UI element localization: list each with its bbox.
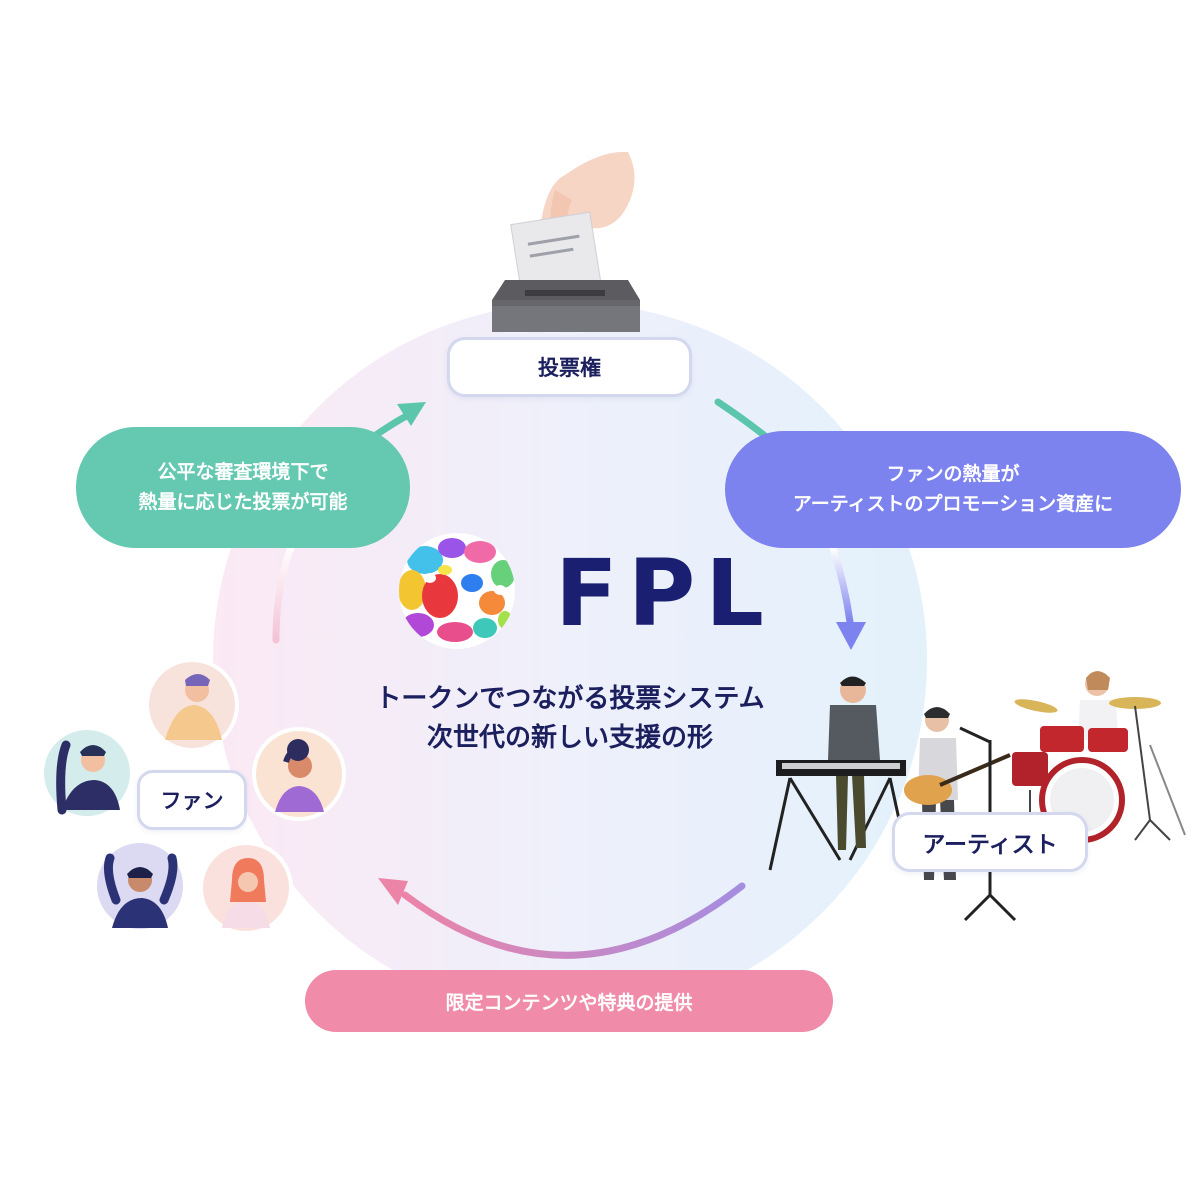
exclusive-content-callout: 限定コンテンツや特典の提供 bbox=[305, 970, 833, 1032]
fan-avatar-4 bbox=[93, 839, 187, 933]
artist-label: アーティスト bbox=[922, 832, 1058, 858]
vote-rights-label: 投票権 bbox=[538, 356, 601, 380]
flow-arrow-left-icon bbox=[272, 541, 296, 644]
tagline-line-2: 次世代の新しい支援の形 bbox=[426, 723, 713, 753]
fan-avatar-5 bbox=[199, 841, 293, 935]
artist-node: アーティスト bbox=[892, 812, 1088, 872]
fan-avatar-1 bbox=[145, 658, 239, 752]
promotion-asset-line-2: アーティストのプロモーション資産に bbox=[792, 492, 1114, 515]
fan-label: ファン bbox=[160, 789, 224, 813]
fan-avatar-3 bbox=[252, 727, 346, 821]
promotion-asset-line-1: ファンの熱量が bbox=[886, 463, 1020, 486]
fan-node: ファン bbox=[137, 770, 247, 830]
promotion-asset-callout: ファンの熱量が アーティストのプロモーション資産に bbox=[725, 431, 1181, 548]
fair-voting-line-2: 熱量に応じた投票が可能 bbox=[138, 490, 348, 513]
tagline: トークンでつながる投票システム 次世代の新しい支援の形 bbox=[320, 680, 820, 758]
tagline-line-1: トークンでつながる投票システム bbox=[375, 684, 765, 714]
flow-arrow-right-icon bbox=[714, 398, 866, 650]
ballot-box-icon bbox=[492, 151, 640, 332]
fair-voting-callout: 公平な審査環境下で 熱量に応じた投票が可能 bbox=[76, 427, 410, 548]
vote-rights-node: 投票権 bbox=[447, 337, 692, 397]
fpl-logo-sphere-icon bbox=[399, 533, 515, 649]
fan-avatar-2 bbox=[40, 726, 134, 820]
fair-voting-line-1: 公平な審査環境下で bbox=[157, 461, 329, 484]
background-circle bbox=[213, 303, 927, 1017]
exclusive-content-text: 限定コンテンツや特典の提供 bbox=[445, 991, 693, 1014]
flow-arrow-bottom-icon bbox=[378, 878, 746, 959]
fpl-logo-wordmark: FPL bbox=[555, 540, 774, 647]
